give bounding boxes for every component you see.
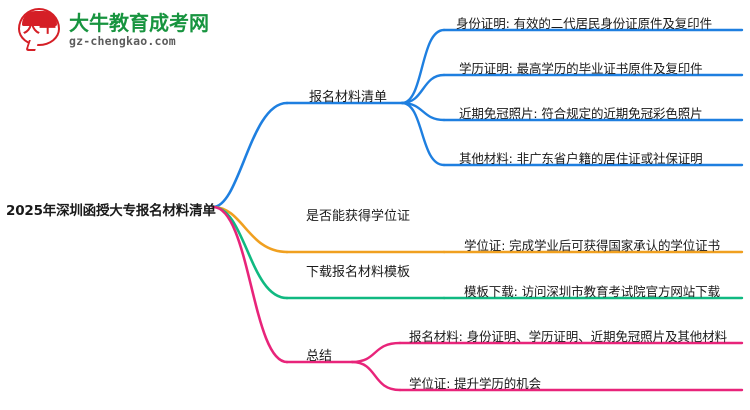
brand-domain: gz-chengkao.com bbox=[69, 34, 176, 48]
bubble-tail-shape bbox=[25, 40, 39, 51]
leaf-node-0-2[interactable]: 近期免冠照片: 符合规定的近期免冠彩色照片 bbox=[459, 106, 703, 121]
bubble-cap-shape bbox=[21, 10, 57, 26]
root-node[interactable]: 2025年深圳函授大专报名材料清单 bbox=[6, 203, 216, 219]
branch-node-0[interactable]: 报名材料清单 bbox=[309, 90, 388, 105]
branch-node-3[interactable]: 总结 bbox=[306, 349, 333, 364]
branch-node-2[interactable]: 下载报名材料模板 bbox=[306, 265, 411, 280]
edge-branch-3-to-leaf-1 bbox=[350, 360, 402, 392]
leaf-node-1-0[interactable]: 学位证: 完成学业后可获得国家承认的学位证书 bbox=[464, 238, 720, 253]
leaf-node-0-1[interactable]: 学历证明: 最高学历的毕业证书原件及复印件 bbox=[459, 61, 703, 76]
edge-root-to-branch-1 bbox=[211, 205, 289, 254]
edge-branch-3-to-leaf-0 bbox=[350, 341, 402, 364]
edge-root-to-branch-0 bbox=[211, 101, 289, 209]
brand-bubble-icon: 大牛 bbox=[18, 8, 62, 52]
brand-name: 大牛教育成考网 bbox=[69, 11, 209, 35]
leaf-node-0-3[interactable]: 其他材料: 非广东省户籍的居住证或社保证明 bbox=[459, 151, 703, 166]
leaf-node-3-1[interactable]: 学位证: 提升学历的机会 bbox=[409, 376, 541, 391]
edge-branch-0-to-leaf-1 bbox=[400, 73, 446, 105]
edge-branch-0-to-leaf-2 bbox=[400, 101, 446, 122]
edge-root-to-branch-2 bbox=[211, 205, 289, 300]
leaf-node-2-0[interactable]: 模板下载: 访问深圳市教育考试院官方网站下载 bbox=[464, 284, 720, 299]
watermark-logo: 大牛 大牛教育成考网 gz-chengkao.com bbox=[18, 8, 209, 52]
branch-node-1[interactable]: 是否能获得学位证 bbox=[306, 209, 411, 224]
edge-branch-0-to-leaf-3 bbox=[400, 101, 446, 167]
brand-logo-glyph: 大牛 bbox=[23, 17, 56, 37]
edge-branch-0-to-leaf-0 bbox=[400, 28, 446, 105]
edge-root-to-branch-3 bbox=[211, 205, 289, 364]
leaf-node-3-0[interactable]: 报名材料: 身份证明、学历证明、近期免冠照片及其他材料 bbox=[409, 329, 727, 344]
leaf-node-0-0[interactable]: 身份证明: 有效的二代居民身份证原件及复印件 bbox=[456, 16, 712, 31]
